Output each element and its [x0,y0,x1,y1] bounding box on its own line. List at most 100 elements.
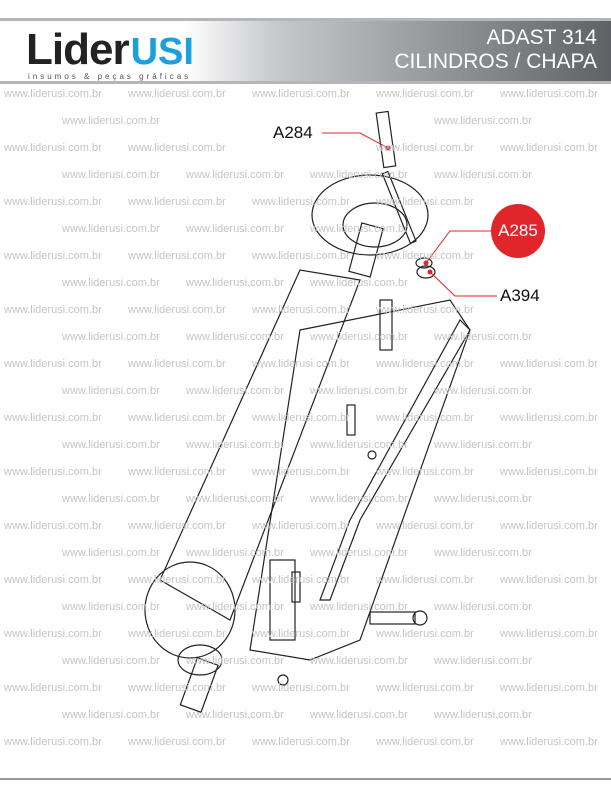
watermark-text: www.liderusi.com.br [500,682,598,694]
logo-main: Lider [26,25,130,74]
watermark-text: www.liderusi.com.br [434,331,532,343]
watermark-text: www.liderusi.com.br [434,169,532,181]
watermark-text: www.liderusi.com.br [252,358,350,370]
watermark-text: www.liderusi.com.br [310,547,408,559]
watermark-text: www.liderusi.com.br [500,520,598,532]
cylinder-body [159,269,361,621]
watermark-text: www.liderusi.com.br [252,304,350,316]
watermark-text: www.liderusi.com.br [376,628,474,640]
watermark-text: www.liderusi.com.br [376,304,474,316]
watermark-text: www.liderusi.com.br [434,709,532,721]
watermark-text: www.liderusi.com.br [376,574,474,586]
watermark-text: www.liderusi.com.br [186,169,284,181]
spring-a284 [375,110,397,169]
watermark-text: www.liderusi.com.br [376,682,474,694]
watermark-text: www.liderusi.com.br [376,142,474,154]
watermark-text: www.liderusi.com.br [500,628,598,640]
watermark-text: www.liderusi.com.br [4,682,102,694]
watermark-text: www.liderusi.com.br [128,88,226,100]
callout-a394: A394 [500,286,540,305]
watermark-text: www.liderusi.com.br [186,601,284,613]
cylinder-end [144,561,236,659]
header-banner: LiderUSI insumos & peças gráficas ADAST … [0,18,611,84]
watermark-text: www.liderusi.com.br [62,331,160,343]
bottom-divider [0,778,611,780]
watermark-text: www.liderusi.com.br [4,196,102,208]
watermark-text: www.liderusi.com.br [186,385,284,397]
watermark-text: www.liderusi.com.br [434,601,532,613]
watermark-text: www.liderusi.com.br [4,736,102,748]
watermark-text: www.liderusi.com.br [128,466,226,478]
watermark-text: www.liderusi.com.br [310,493,408,505]
watermark-text: www.liderusi.com.br [128,250,226,262]
watermark-text: www.liderusi.com.br [310,223,408,235]
watermark-text: www.liderusi.com.br [376,196,474,208]
watermark-text: www.liderusi.com.br [500,412,598,424]
watermark-text: www.liderusi.com.br [500,736,598,748]
watermark-text: www.liderusi.com.br [376,520,474,532]
watermark-text: www.liderusi.com.br [62,169,160,181]
watermark-text: www.liderusi.com.br [186,547,284,559]
watermark-text: www.liderusi.com.br [186,655,284,667]
watermark-text: www.liderusi.com.br [128,412,226,424]
watermark-text: www.liderusi.com.br [434,655,532,667]
watermark-text: www.liderusi.com.br [252,682,350,694]
watermark-text: www.liderusi.com.br [500,466,598,478]
watermark-text: www.liderusi.com.br [62,709,160,721]
watermark-text: www.liderusi.com.br [62,277,160,289]
watermark-text: www.liderusi.com.br [376,358,474,370]
watermark-text: www.liderusi.com.br [500,358,598,370]
watermark-text: www.liderusi.com.br [128,304,226,316]
cylinder-shaft [177,644,223,676]
watermark-text: www.liderusi.com.br [310,169,408,181]
watermark-text: www.liderusi.com.br [310,439,408,451]
watermark-text: www.liderusi.com.br [4,574,102,586]
watermark-text: www.liderusi.com.br [128,736,226,748]
watermark-text: www.liderusi.com.br [4,88,102,100]
watermark-text: www.liderusi.com.br [62,385,160,397]
watermark-text: www.liderusi.com.br [128,142,226,154]
watermark-text: www.liderusi.com.br [186,709,284,721]
title-model: ADAST 314 [486,26,597,49]
watermark-text: www.liderusi.com.br [434,115,532,127]
watermark-text: www.liderusi.com.br [62,601,160,613]
watermark-text: www.liderusi.com.br [128,628,226,640]
watermark-text: www.liderusi.com.br [252,736,350,748]
watermark-text: www.liderusi.com.br [186,493,284,505]
watermark-text: www.liderusi.com.br [128,682,226,694]
watermark-text: www.liderusi.com.br [252,196,350,208]
watermark-text: www.liderusi.com.br [4,466,102,478]
callout-a285-highlight: A285 [491,204,545,258]
page-title: ADAST 314 CILINDROS / CHAPA [394,26,597,74]
watermark-text: www.liderusi.com.br [500,574,598,586]
watermark-text: www.liderusi.com.br [128,520,226,532]
watermark-text: www.liderusi.com.br [252,412,350,424]
title-section: CILINDROS / CHAPA [394,50,597,73]
logo-accent: USI [130,31,194,73]
watermark-text: www.liderusi.com.br [310,277,408,289]
watermark-text: www.liderusi.com.br [252,466,350,478]
watermark-text: www.liderusi.com.br [310,385,408,397]
watermark-text: www.liderusi.com.br [310,601,408,613]
watermark-text: www.liderusi.com.br [62,547,160,559]
watermark-text: www.liderusi.com.br [500,88,598,100]
side-plate [249,299,471,661]
watermark-text: www.liderusi.com.br [376,250,474,262]
watermark-text: www.liderusi.com.br [376,736,474,748]
watermark-text: www.liderusi.com.br [252,250,350,262]
watermark-text: www.liderusi.com.br [186,439,284,451]
watermark-text: www.liderusi.com.br [62,439,160,451]
watermark-text: www.liderusi.com.br [434,385,532,397]
watermark-text: www.liderusi.com.br [252,520,350,532]
watermark-text: www.liderusi.com.br [252,628,350,640]
watermark-text: www.liderusi.com.br [310,331,408,343]
watermark-text: www.liderusi.com.br [128,196,226,208]
watermark-text: www.liderusi.com.br [434,439,532,451]
watermark-text: www.liderusi.com.br [310,655,408,667]
logo-tagline: insumos & peças gráficas [28,72,192,81]
callout-a284: A284 [273,123,313,142]
watermark-text: www.liderusi.com.br [4,358,102,370]
watermark-text: www.liderusi.com.br [434,493,532,505]
